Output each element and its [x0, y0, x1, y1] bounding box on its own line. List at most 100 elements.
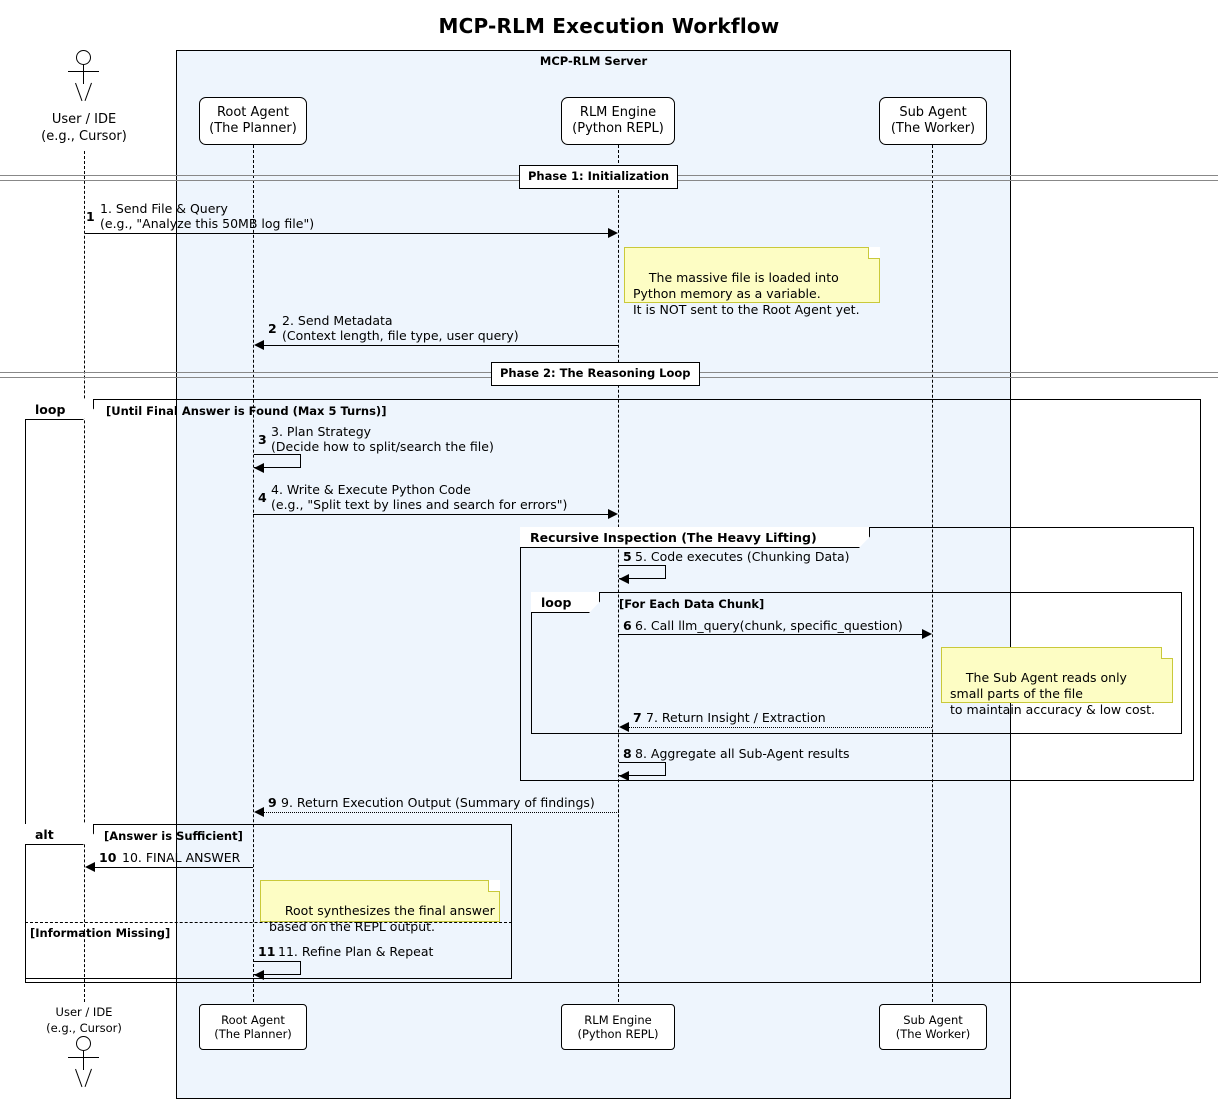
actor-label-user-bottom-line2: (e.g., Cursor) — [46, 1021, 122, 1035]
message-4-text: 4. Write & Execute Python Code (e.g., "S… — [271, 482, 568, 513]
actor-body-icon — [83, 1051, 85, 1070]
group-box-label: MCP-RLM Server — [539, 54, 648, 68]
message-7-number: 7 — [633, 710, 642, 725]
participant-sub-agent-bottom-line2: (The Worker) — [895, 1027, 971, 1041]
participant-root-agent-top[interactable]: Root Agent (The Planner) — [199, 97, 307, 145]
frame-chunk-loop-condition: [For Each Data Chunk] — [619, 597, 765, 611]
participant-root-agent-top-line2: (The Planner) — [209, 121, 297, 136]
actor-head-icon — [76, 50, 91, 65]
note-dogear-fold-icon — [488, 880, 500, 892]
message-9-number: 9 — [268, 795, 277, 810]
lifeline-rlm-engine — [618, 145, 619, 1002]
message-11-text: 11. Refine Plan & Repeat — [278, 944, 434, 959]
message-3-arrowhead — [254, 463, 264, 473]
frame-alt-condition-2: [Information Missing] — [30, 926, 171, 940]
participant-root-agent-bottom-line1: Root Agent — [221, 1012, 285, 1027]
note-memory-text: The massive file is loaded into Python m… — [633, 269, 860, 317]
participant-rlm-engine-top[interactable]: RLM Engine (Python REPL) — [561, 97, 675, 145]
frame-chunk-loop-tab: loop — [531, 592, 600, 613]
group-box-mcp-rlm-server — [176, 50, 1011, 1099]
message-1-line — [85, 233, 613, 234]
divider-label-phase2: Phase 2: The Reasoning Loop — [491, 362, 700, 386]
actor-body-icon — [83, 65, 85, 84]
message-10-number: 10 — [99, 850, 117, 865]
note-synthesis: Root synthesizes the final answer based … — [260, 880, 500, 934]
participant-rlm-engine-top-line1: RLM Engine — [579, 105, 657, 121]
actor-leg-right-icon — [84, 1068, 93, 1088]
message-11-arrowhead — [254, 970, 264, 980]
message-7-text: 7. Return Insight / Extraction — [646, 710, 826, 725]
frame-chunk-loop — [531, 592, 1182, 734]
message-4-number: 4 — [258, 490, 267, 505]
participant-sub-agent-top-line1: Sub Agent — [899, 105, 967, 121]
participant-sub-agent-top-line2: (The Worker) — [890, 121, 976, 136]
message-11-selfcall — [254, 961, 301, 975]
message-5-text: 5. Code executes (Chunking Data) — [635, 549, 850, 564]
divider-label-phase1: Phase 1: Initialization — [519, 165, 679, 189]
message-2-text: 2. Send Metadata (Context length, file t… — [282, 313, 519, 344]
message-2-line — [259, 345, 619, 346]
participant-rlm-engine-bottom[interactable]: RLM Engine (Python REPL) — [561, 1004, 675, 1050]
note-dogear-fold-icon — [868, 247, 880, 259]
page-title: MCP-RLM Execution Workflow — [438, 14, 780, 38]
actor-arms-icon — [68, 71, 99, 73]
message-8-text: 8. Aggregate all Sub-Agent results — [635, 746, 850, 761]
message-9-text: 9. Return Execution Output (Summary of f… — [281, 795, 595, 810]
participant-rlm-engine-bottom-line1: RLM Engine — [584, 1012, 652, 1027]
frame-alt-tab: alt — [25, 824, 94, 845]
participant-root-agent-bottom-line2: (The Planner) — [214, 1027, 292, 1041]
message-6-line — [618, 634, 927, 635]
message-7-line — [624, 727, 932, 728]
participant-root-agent-bottom[interactable]: Root Agent (The Planner) — [199, 1004, 307, 1050]
message-5-selfcall — [619, 565, 666, 579]
message-10-arrowhead — [85, 862, 95, 872]
message-10-line — [90, 867, 253, 868]
message-1-arrowhead — [608, 228, 618, 238]
message-8-arrowhead — [619, 771, 629, 781]
actor-label-user-top-line2: (e.g., Cursor) — [41, 129, 127, 144]
message-1-number: 1 — [86, 209, 95, 224]
lifeline-user — [84, 151, 85, 1002]
message-9-line — [259, 812, 619, 813]
frame-alt-separator — [25, 922, 512, 923]
message-10-text: 10. FINAL ANSWER — [122, 850, 241, 865]
participant-root-agent-top-line1: Root Agent — [216, 105, 290, 121]
note-dogear-fold-icon — [1161, 647, 1173, 659]
note-memory: The massive file is loaded into Python m… — [624, 247, 880, 317]
actor-arms-icon — [68, 1057, 99, 1059]
message-1-text: 1. Send File & Query (e.g., "Analyze thi… — [100, 201, 315, 232]
participant-sub-agent-bottom[interactable]: Sub Agent (The Worker) — [879, 1004, 987, 1050]
message-4-line — [253, 514, 613, 515]
actor-label-user-top-line1: User / IDE — [51, 112, 117, 127]
message-6-number: 6 — [623, 618, 632, 633]
message-2-number: 2 — [268, 321, 277, 336]
message-8-selfcall — [619, 762, 666, 776]
message-6-text: 6. Call llm_query(chunk, specific_questi… — [635, 618, 903, 633]
frame-alt-condition-1: [Answer is Sufficient] — [104, 829, 243, 843]
frame-outer-loop — [25, 399, 1201, 983]
frame-recursive-inspection-tab: Recursive Inspection (The Heavy Lifting) — [520, 527, 870, 548]
message-9-arrowhead — [254, 807, 264, 817]
lifeline-root-agent — [253, 145, 254, 1002]
actor-head-icon — [76, 1036, 91, 1051]
message-5-arrowhead — [619, 574, 629, 584]
frame-outer-loop-condition: [Until Final Answer is Found (Max 5 Turn… — [106, 404, 387, 418]
message-5-number: 5 — [623, 549, 632, 564]
note-subagent-text: The Sub Agent reads only small parts of … — [950, 669, 1155, 717]
participant-sub-agent-bottom-line1: Sub Agent — [903, 1012, 963, 1027]
frame-outer-loop-tab: loop — [25, 399, 94, 420]
message-2-arrowhead — [254, 340, 264, 350]
actor-leg-right-icon — [84, 82, 93, 102]
message-4-arrowhead — [608, 509, 618, 519]
actor-label-user-bottom-line1: User / IDE — [55, 1005, 113, 1019]
message-3-selfcall — [254, 454, 301, 468]
message-7-arrowhead — [619, 722, 629, 732]
message-8-number: 8 — [623, 746, 632, 761]
participant-sub-agent-top[interactable]: Sub Agent (The Worker) — [879, 97, 987, 145]
lifeline-sub-agent — [932, 145, 933, 1002]
participant-rlm-engine-bottom-line2: (Python REPL) — [577, 1027, 659, 1041]
participant-rlm-engine-top-line2: (Python REPL) — [572, 121, 664, 136]
frame-alt — [25, 824, 512, 979]
actor-leg-left-icon — [75, 1068, 83, 1088]
